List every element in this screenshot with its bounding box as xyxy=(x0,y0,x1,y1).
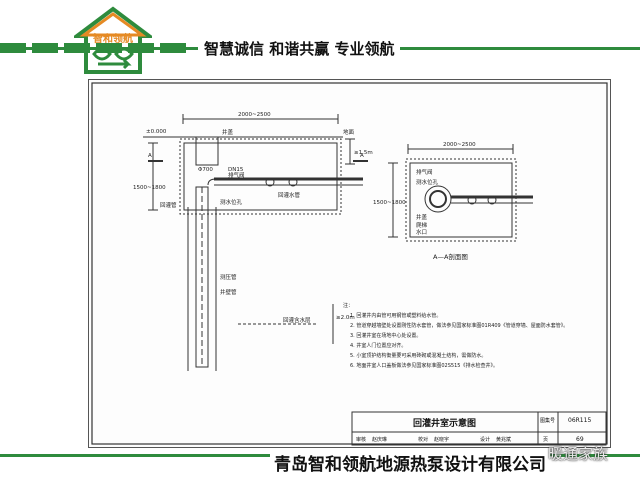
note-item: 3. 回灌井室在场地中心处设置。 xyxy=(350,332,421,339)
pipe-diameter: Φ700 xyxy=(198,167,213,173)
right-dim-height: 1500~1800 xyxy=(373,200,406,206)
left-section xyxy=(143,114,368,371)
below-dim: ≥2.0m xyxy=(336,315,355,321)
right-dim-width: 2000~2500 xyxy=(443,142,476,148)
notes-title: 注： xyxy=(343,302,353,309)
company-logo: 智和领航 xyxy=(71,6,155,76)
engineering-drawing: 2000~2500 ±0.000 地面 井盖 ≥1.5m 1500~1800 Φ… xyxy=(88,79,611,448)
row-label: 赵晓宇 xyxy=(434,436,449,443)
right-label-c: 井盖 xyxy=(416,213,428,221)
section-caption: A—A剖面图 xyxy=(433,252,468,261)
atlas-no: 06R115 xyxy=(568,417,591,424)
valve-dn: DN15 xyxy=(228,167,244,173)
page-label: 页 xyxy=(543,437,548,443)
right-label-d: 爬梯 xyxy=(416,221,428,229)
ground-label: 地面 xyxy=(343,128,355,136)
right-label-e: 水口 xyxy=(416,228,427,236)
title-block xyxy=(351,411,607,446)
drawing-title: 回灌井室示意图 xyxy=(413,417,476,429)
note-item: 6. 地面井室人口盖板做法参见国家标准图02S515《排水检查井》。 xyxy=(350,362,498,369)
left-dim-height: 1500~1800 xyxy=(133,185,166,191)
return-label: 回灌水管 xyxy=(278,191,301,199)
pipe-label-2: 测水位孔 xyxy=(220,198,243,206)
left-dim-width: 2000~2500 xyxy=(238,112,271,118)
row-label: 设计 xyxy=(480,436,490,443)
logo-text: 智和领航 xyxy=(93,32,133,45)
aquifer-label: 回灌含水层 xyxy=(283,316,311,324)
notes: 注： 1. 回灌井内由管可用钢管或塑料给水管。 2. 管道穿越墙壁处设置刚性防水… xyxy=(343,302,568,369)
right-section xyxy=(388,144,533,242)
right-label-a: 排气阀 xyxy=(416,168,433,176)
note-item: 1. 回灌井内由管可用钢管或塑料给水管。 xyxy=(350,312,441,319)
pipe-label-1: 回灌管 xyxy=(160,201,177,209)
ground-elevation: ±0.000 xyxy=(146,129,167,135)
row-label: 校对 xyxy=(418,436,428,443)
slogan: 智慧诚信 和谐共赢 专业领航 xyxy=(198,38,401,59)
pipe-label-4: 井壁管 xyxy=(220,288,237,296)
note-item: 5. 小室顶护结构衡量要可采用砖砌或混凝土结构，需做防水。 xyxy=(350,352,486,359)
pipe-label-3: 测压管 xyxy=(220,273,237,281)
section-mark-right: A xyxy=(360,153,364,159)
right-label-b: 测水位孔 xyxy=(416,178,439,186)
depth-dim: ≥1.5m xyxy=(354,150,373,156)
cover-label: 井盖 xyxy=(222,128,234,136)
vent-label: 排气阀 xyxy=(228,171,245,179)
section-mark-left: A xyxy=(148,153,152,159)
note-item: 4. 井室人门位置应对齐。 xyxy=(350,342,406,349)
page-no: 69 xyxy=(576,436,584,443)
watermark: 暖通家族 xyxy=(548,445,609,463)
row-label: 赵庆琳 xyxy=(372,436,387,443)
note-item: 2. 管道穿越墙壁处设置刚性防水套管，做法参见国家标准图01R409《管道穿墙、… xyxy=(350,322,568,329)
row-label: 黄兆斌 xyxy=(496,436,511,443)
atlas-label: 图集号 xyxy=(540,417,555,424)
row-label: 审核 xyxy=(356,436,366,443)
company-name: 青岛智和领航地源热泵设计有限公司 xyxy=(270,450,550,475)
